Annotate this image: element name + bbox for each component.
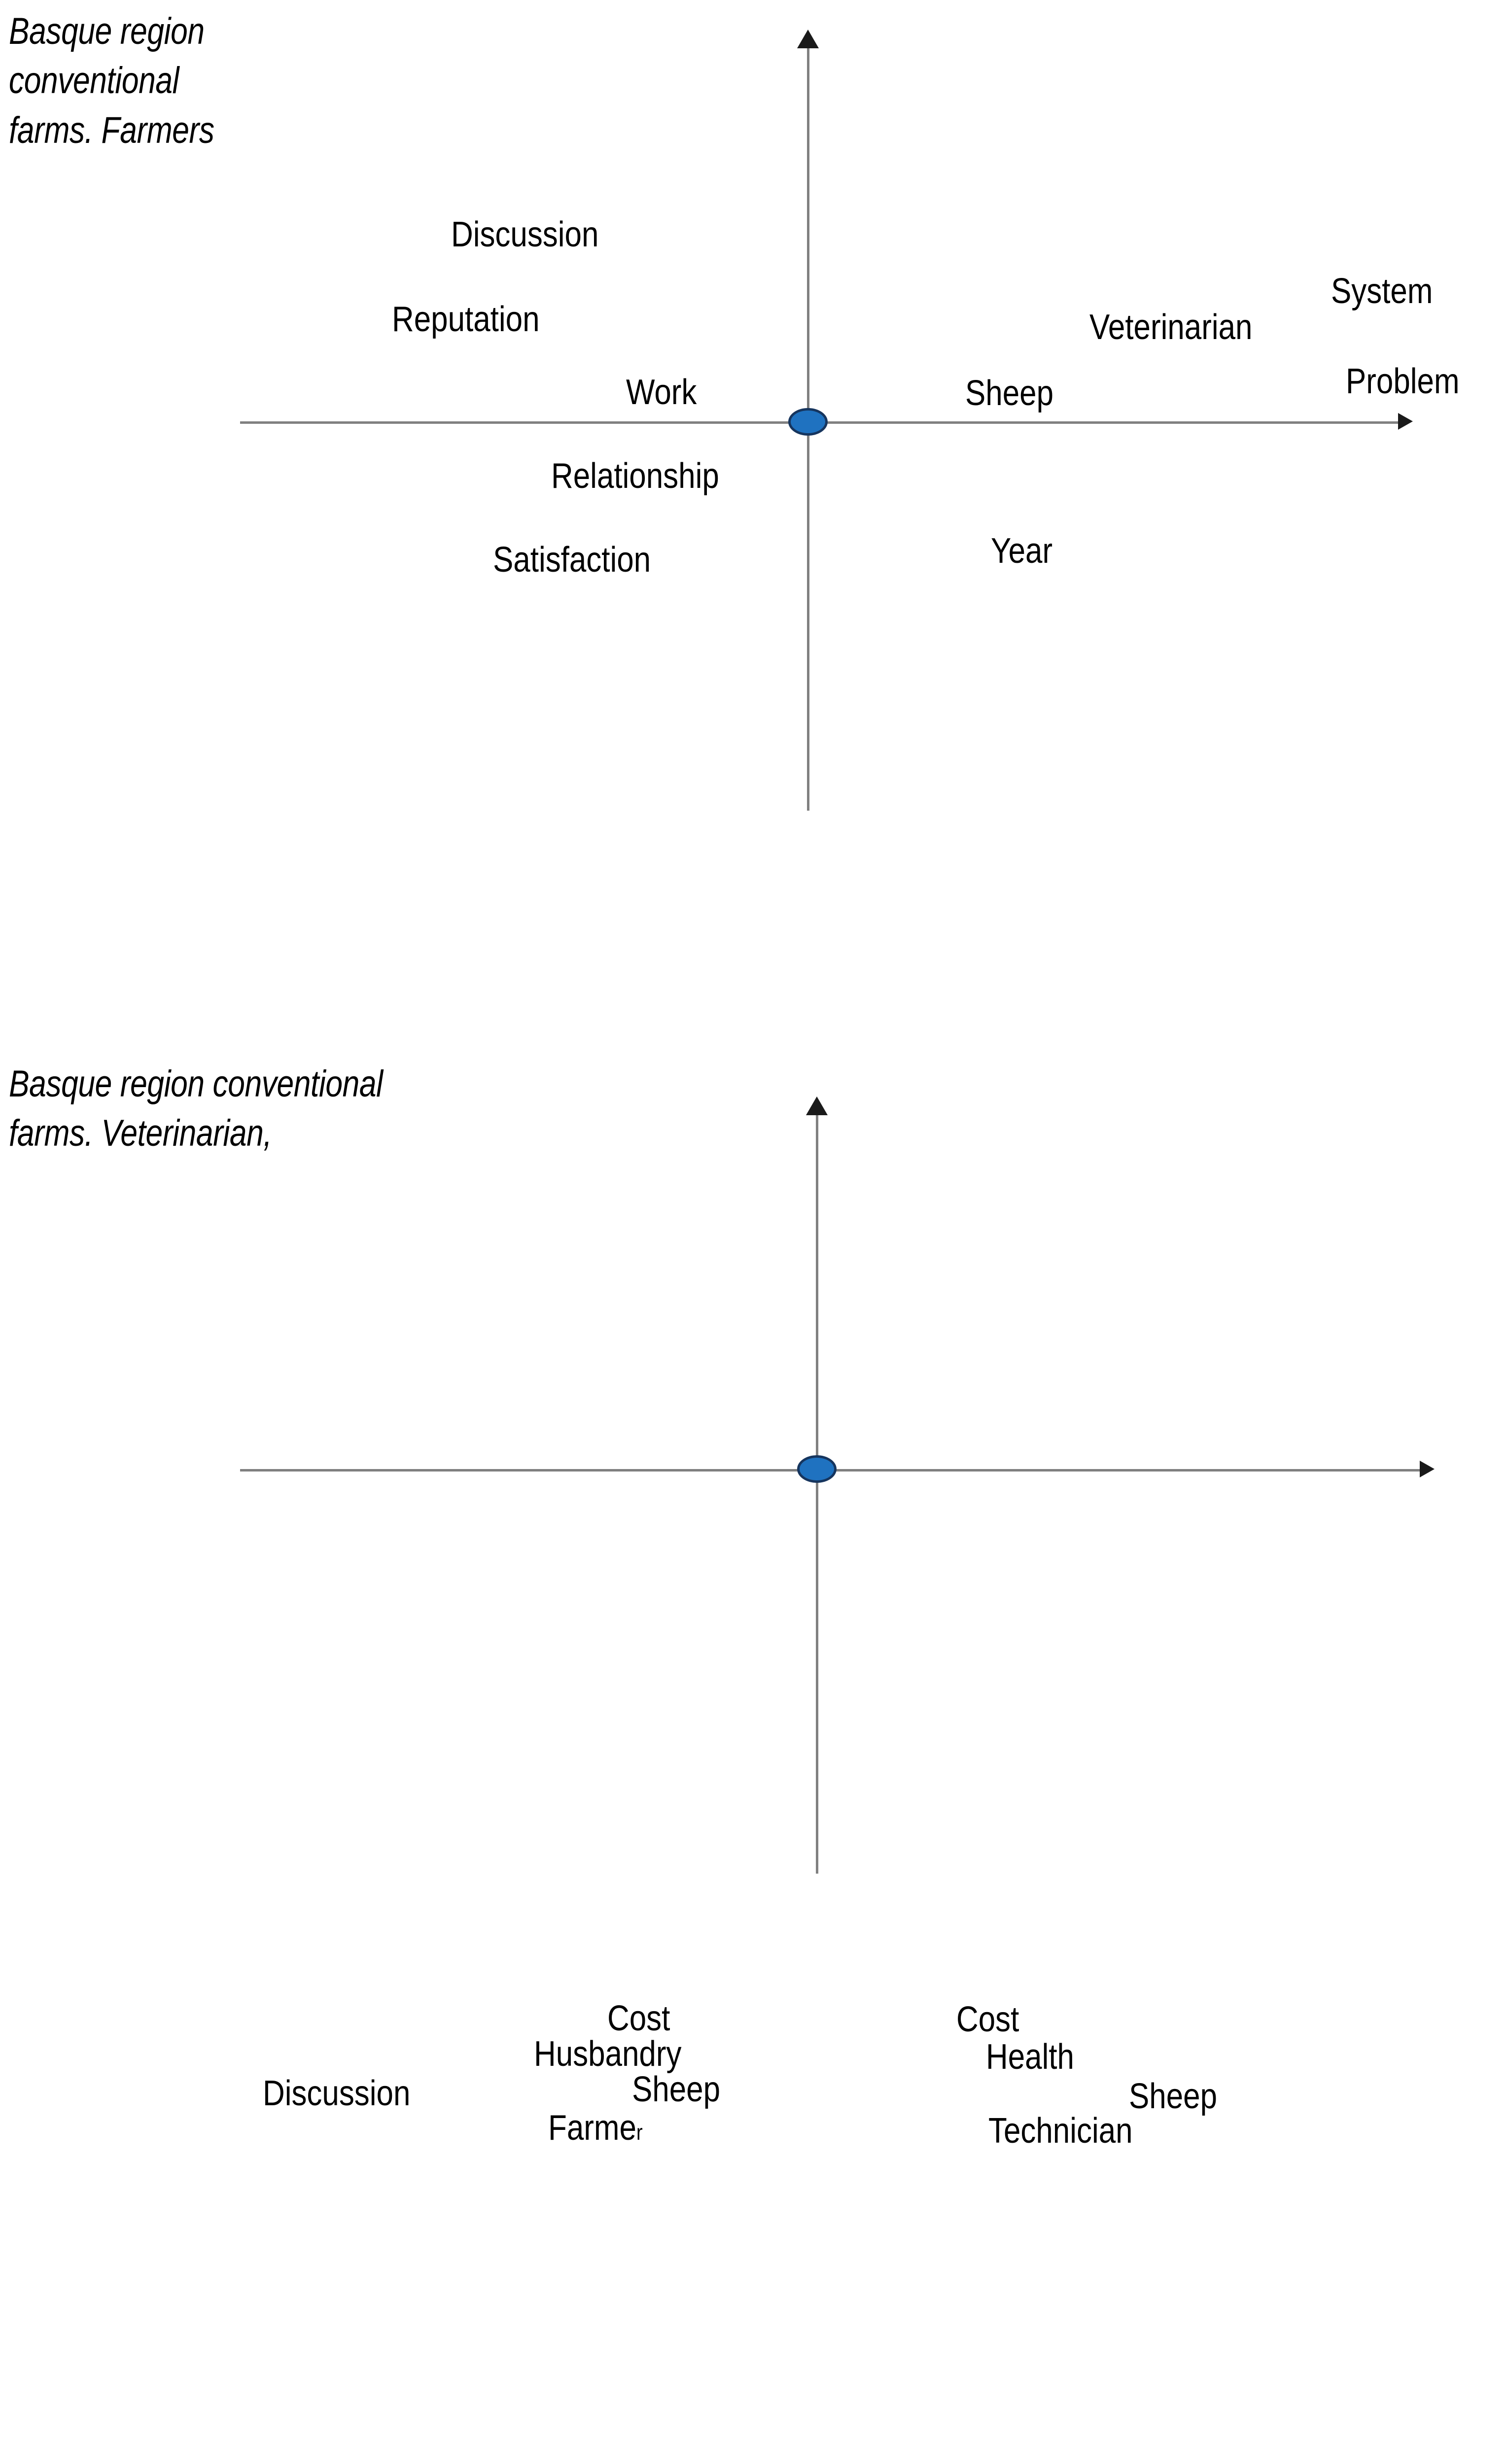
word-discussion-veterinarian: Discussion [263, 2074, 411, 2113]
chart-title-farmers: Basque region conventional farms. Farmer… [9, 10, 214, 151]
word-reputation-farmers: Reputation [392, 300, 540, 339]
y-axis-arrow-icon-veterinarian [806, 1096, 828, 1115]
chart-panel-farmers: Basque region conventional farms. Farmer… [0, 0, 1506, 936]
word-sheep-farmers: Sheep [965, 374, 1054, 413]
word-discussion-farmers: Discussion [451, 215, 599, 254]
x-axis-arrow-icon-farmers [1398, 413, 1413, 430]
word-husbandry-veterinarian: Husbandry [534, 2034, 682, 2074]
word-work-farmers: Work [626, 373, 697, 412]
word-farmer-tail: r [636, 2121, 643, 2145]
word-problem-farmers: Problem [1346, 362, 1460, 401]
word-year-farmers: Year [991, 531, 1053, 571]
word-farmer-main: Farme [548, 2108, 636, 2148]
origin-marker-veterinarian [797, 1455, 837, 1483]
chart-title-veterinarian: Basque region conventional farms. Veteri… [9, 1063, 383, 1155]
word-satisfaction-farmers: Satisfaction [493, 540, 651, 580]
word-veterinarian-farmers: Veterinarian [1089, 308, 1253, 347]
word-technician-veterinarian: Technician [988, 2111, 1133, 2151]
word-sheep-left-veterinarian: Sheep [632, 2070, 721, 2109]
word-system-farmers: System [1331, 272, 1433, 311]
y-axis-veterinarian [816, 1115, 818, 1874]
word-relationship-farmers: Relationship [551, 456, 719, 496]
y-axis-arrow-icon-farmers [797, 30, 819, 48]
word-cost-left-veterinarian: Cost [607, 1999, 670, 2038]
word-health-veterinarian: Health [986, 2037, 1074, 2077]
chart-panel-veterinarian: Basque region conventional farms. Veteri… [0, 936, 1506, 2149]
word-cost-right-veterinarian: Cost [956, 2000, 1019, 2039]
word-farmer-veterinarian: Farmer [548, 2110, 643, 2146]
word-sheep-right-veterinarian: Sheep [1129, 2077, 1218, 2116]
x-axis-arrow-icon-veterinarian [1420, 1461, 1435, 1477]
origin-marker-farmers [788, 408, 828, 436]
